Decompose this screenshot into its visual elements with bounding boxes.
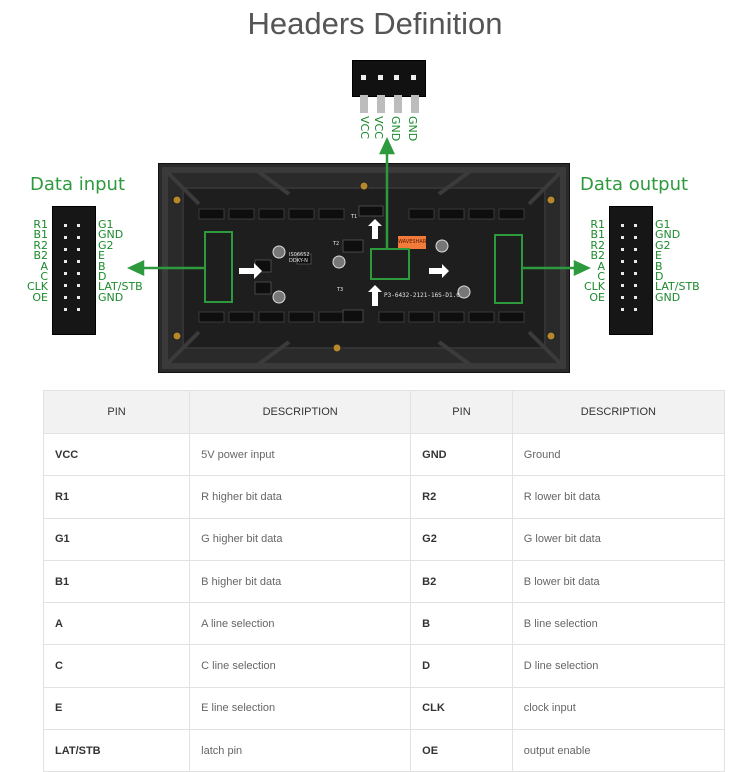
header-pin-1: PIN bbox=[42, 390, 191, 434]
power-pin-hole bbox=[377, 75, 383, 80]
pin-cell: C bbox=[42, 644, 191, 688]
description-cell: R lower bit data bbox=[511, 475, 726, 519]
table-row: LAT/STB latch pin OE output enable bbox=[42, 729, 726, 772]
output-port-highlight bbox=[494, 234, 523, 304]
t1-label: T1 bbox=[351, 214, 358, 220]
power-pin-hole bbox=[394, 75, 400, 80]
description-cell: Ground bbox=[511, 432, 726, 477]
table-row: R1 R higher bit data R2 R lower bit data bbox=[42, 475, 726, 519]
pin-cell: GND bbox=[410, 432, 513, 477]
page-title: Headers Definition bbox=[247, 6, 503, 41]
power-pin-legs bbox=[360, 95, 420, 113]
header-pin-2: PIN bbox=[410, 390, 513, 434]
input-port-highlight bbox=[204, 231, 233, 303]
pin-cell: VCC bbox=[42, 432, 191, 477]
pin-cell: G1 bbox=[42, 517, 191, 561]
pin-cell: B bbox=[410, 602, 513, 646]
power-label-gnd-2: GND bbox=[406, 116, 419, 142]
output-header-pins bbox=[619, 222, 641, 320]
description-cell: latch pin bbox=[189, 729, 412, 772]
table-row: B1 B higher bit data B2 B lower bit data bbox=[42, 559, 726, 604]
pin-cell: A bbox=[42, 602, 191, 646]
pin-cell: D bbox=[410, 644, 513, 688]
table-row: E E line selection CLK clock input bbox=[42, 686, 726, 731]
description-cell: 5V power input bbox=[189, 432, 412, 477]
description-cell: A line selection bbox=[189, 602, 412, 646]
description-cell: output enable bbox=[511, 729, 726, 772]
description-cell: C line selection bbox=[189, 644, 412, 688]
description-cell: D line selection bbox=[511, 644, 726, 688]
chip-label: IS06652 DDKY-N bbox=[289, 252, 310, 264]
header-description-2: DESCRIPTION bbox=[511, 390, 726, 434]
t2-label: T2 bbox=[333, 241, 340, 247]
pin-cell: R2 bbox=[410, 475, 513, 519]
power-connector bbox=[352, 60, 426, 97]
table-row: VCC 5V power input GND Ground bbox=[42, 432, 726, 477]
brand-tag: WAVESHARE bbox=[398, 236, 426, 249]
pin-cell: LAT/STB bbox=[42, 729, 191, 772]
input-header-pins bbox=[62, 222, 84, 320]
pin-cell: R1 bbox=[42, 475, 191, 519]
data-output-label: Data output bbox=[580, 174, 689, 195]
pin-cell: CLK bbox=[410, 686, 513, 731]
input-header-connector bbox=[52, 206, 96, 335]
table-row: C C line selection D D line selection bbox=[42, 644, 726, 688]
pin-definition-table: PIN DESCRIPTION PIN DESCRIPTION VCC 5V p… bbox=[42, 390, 726, 772]
description-cell: E line selection bbox=[189, 686, 412, 731]
output-header-connector bbox=[609, 206, 653, 335]
pin-cell: G2 bbox=[410, 517, 513, 561]
data-input-label: Data input bbox=[30, 174, 126, 195]
power-pin-hole bbox=[361, 75, 366, 80]
pin-cell: OE bbox=[410, 729, 513, 772]
pin-cell: E bbox=[42, 686, 191, 731]
power-port-highlight bbox=[370, 248, 410, 280]
model-text: P3-6432-2121-16S-D1.0 bbox=[384, 292, 460, 299]
led-panel-board: WAVESHARE P3-6432-2121-16S-D1.0 IS06652 … bbox=[158, 163, 570, 373]
power-pin-hole bbox=[410, 75, 416, 80]
pin-cell: B1 bbox=[42, 559, 191, 604]
description-cell: clock input bbox=[511, 686, 726, 731]
table-row: G1 G higher bit data G2 G lower bit data bbox=[42, 517, 726, 561]
header-description-1: DESCRIPTION bbox=[189, 390, 412, 434]
t3-label: T3 bbox=[337, 287, 344, 293]
description-cell: R higher bit data bbox=[189, 475, 412, 519]
description-cell: G lower bit data bbox=[511, 517, 726, 561]
pin-cell: B2 bbox=[410, 559, 513, 604]
description-cell: B higher bit data bbox=[189, 559, 412, 604]
description-cell: B line selection bbox=[511, 602, 726, 646]
power-label-vcc-1: VCC bbox=[358, 116, 371, 139]
description-cell: G higher bit data bbox=[189, 517, 412, 561]
table-row: A A line selection B B line selection bbox=[42, 602, 726, 646]
power-label-vcc-2: VCC bbox=[372, 116, 385, 139]
power-label-gnd-1: GND bbox=[389, 116, 402, 142]
description-cell: B lower bit data bbox=[511, 559, 726, 604]
table-header-row: PIN DESCRIPTION PIN DESCRIPTION bbox=[42, 390, 726, 434]
